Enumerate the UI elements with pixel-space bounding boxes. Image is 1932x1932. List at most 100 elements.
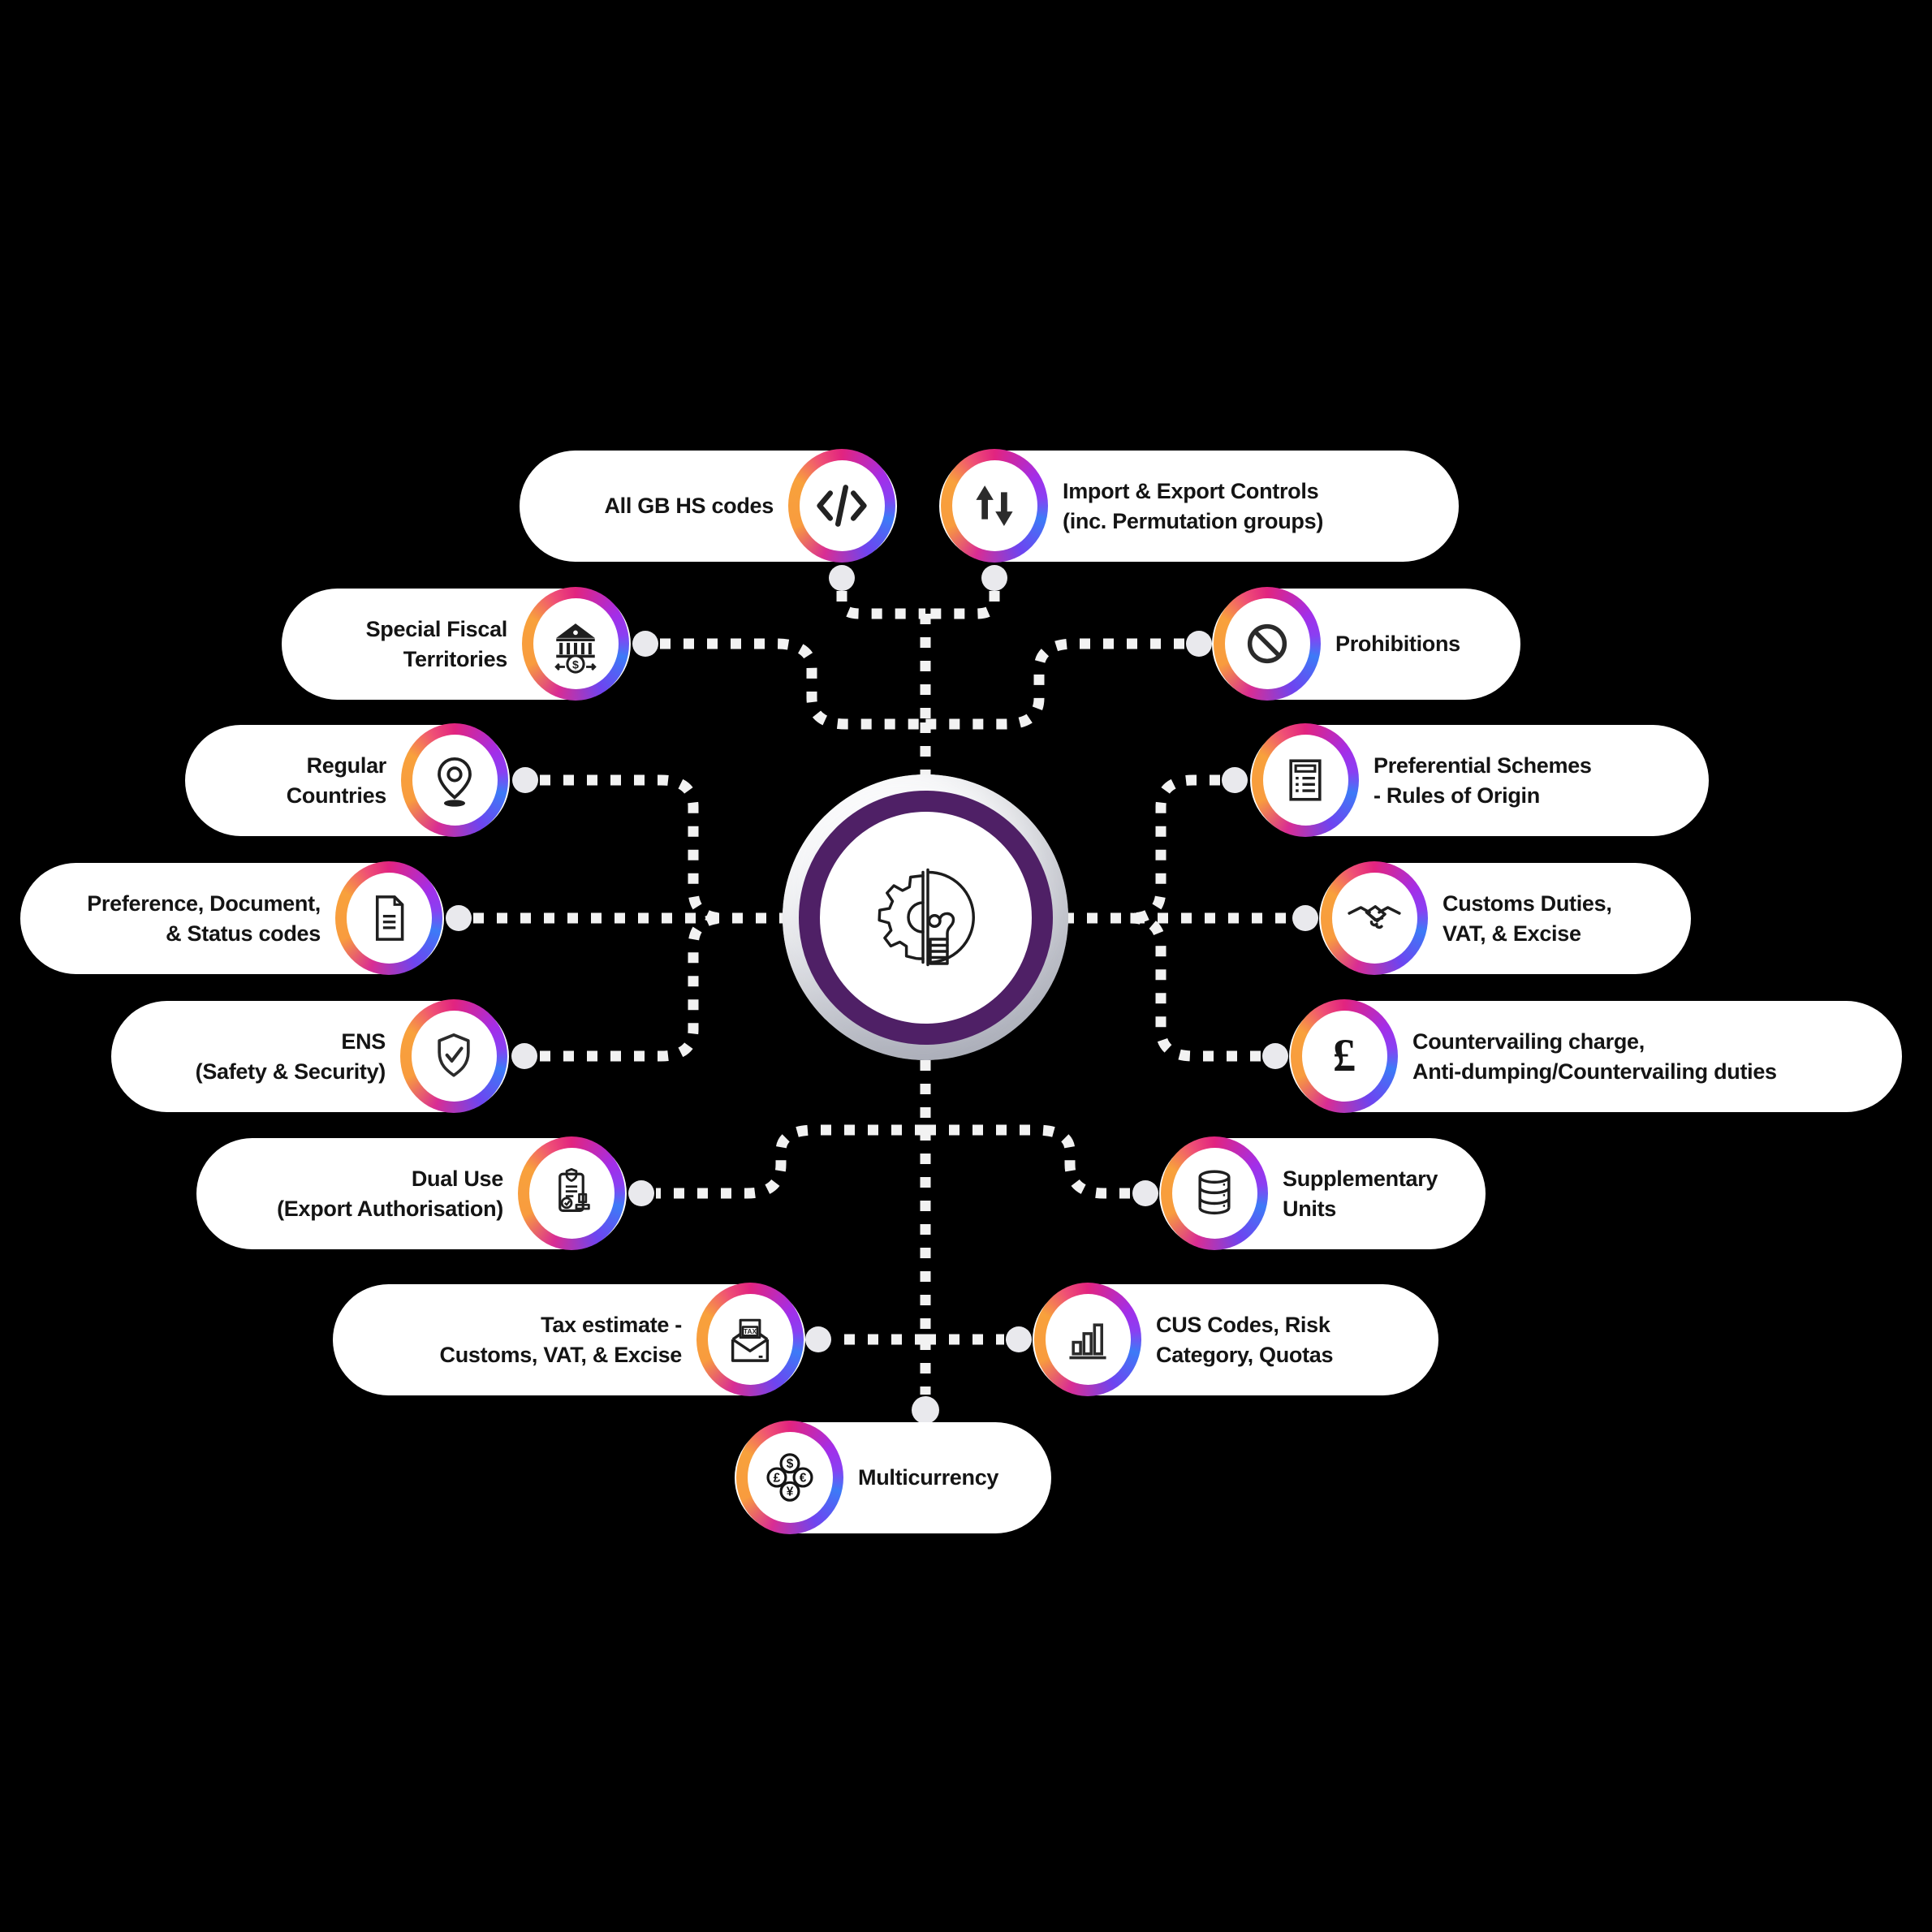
dot-dual-use-export-authorisation bbox=[628, 1180, 654, 1206]
document-list-icon bbox=[1252, 723, 1359, 837]
label-line: Countervailing charge, bbox=[1412, 1029, 1645, 1054]
arrows-up-down-icon-inner bbox=[951, 460, 1037, 551]
svg-text:$: $ bbox=[787, 1457, 794, 1471]
label-line: Regular bbox=[306, 753, 387, 778]
connector-countervailing bbox=[1129, 912, 1261, 1062]
label-line: (Export Authorisation) bbox=[277, 1196, 503, 1221]
shield-check-icon bbox=[400, 999, 507, 1113]
label-tax-estimate-customs-vat-excise: Tax estimate - Customs, VAT, & Excise bbox=[333, 1310, 805, 1370]
label-line: Anti-dumping/Countervailing duties bbox=[1412, 1059, 1777, 1084]
label-line: Territories bbox=[403, 646, 508, 671]
dot-preferential-schemes bbox=[1222, 767, 1248, 793]
svg-text:TAX: TAX bbox=[744, 1327, 757, 1335]
label-preference-document-status-codes: Preference, Document,& Status codes bbox=[20, 889, 444, 949]
connector-regular-countries bbox=[540, 774, 725, 924]
connector-dots bbox=[446, 565, 1318, 1424]
dot-preference-document-status-codes bbox=[446, 905, 472, 931]
label-import-export-controls: Import & Export Controls (inc. Permutatio… bbox=[939, 477, 1459, 537]
certificate-stamp-icon bbox=[518, 1136, 625, 1250]
svg-text:$: $ bbox=[572, 658, 579, 671]
label-line: (inc. Permutation groups) bbox=[1063, 508, 1324, 533]
multicurrency-icon-inner: $ £ € ¥ bbox=[747, 1432, 833, 1523]
bar-chart-icon-inner bbox=[1045, 1294, 1131, 1385]
gear-lightbulb-icon bbox=[878, 868, 975, 967]
handshake-icon-inner bbox=[1331, 873, 1417, 964]
tax-envelope-icon-inner: TAX bbox=[707, 1294, 793, 1385]
label-line: Preferential Schemes bbox=[1374, 753, 1592, 778]
label-line: Preference, Document, bbox=[87, 891, 321, 916]
label-line: Supplementary bbox=[1283, 1166, 1438, 1191]
database-icon-inner bbox=[1171, 1148, 1257, 1239]
arrows-up-down-icon bbox=[941, 449, 1048, 563]
hub-ring bbox=[798, 790, 1053, 1045]
dot-tax-estimate-customs-vat-excise bbox=[805, 1326, 831, 1352]
label-line: All GB HS codes bbox=[604, 494, 774, 518]
multicurrency-icon: $ £ € ¥ bbox=[736, 1421, 843, 1534]
label-line: Special Fiscal bbox=[365, 616, 508, 641]
shield-check-icon-inner bbox=[411, 1011, 497, 1102]
label-line: ENS bbox=[341, 1029, 386, 1054]
label-countervailing-charges: Countervailing charge, Anti-dumping/Count… bbox=[1289, 1027, 1902, 1087]
dot-cus-codes-risk-category-quotas bbox=[1006, 1326, 1032, 1352]
bank-currency-icon: $ bbox=[522, 587, 629, 701]
connector-preferential-schemes bbox=[1129, 774, 1220, 924]
svg-text:£: £ bbox=[774, 1471, 781, 1485]
svg-text:£: £ bbox=[1333, 1030, 1356, 1081]
label-line: - Rules of Origin bbox=[1374, 783, 1540, 808]
label-line: (Safety & Security) bbox=[195, 1059, 386, 1084]
label-line: Multicurrency bbox=[858, 1465, 999, 1490]
svg-text:€: € bbox=[800, 1471, 807, 1485]
handshake-icon bbox=[1321, 861, 1428, 975]
connector-dual-use bbox=[656, 1124, 925, 1199]
tax-envelope-icon: TAX bbox=[696, 1283, 804, 1396]
location-pin-icon bbox=[401, 723, 508, 837]
pound-icon: £ bbox=[1291, 999, 1398, 1113]
label-all-gb-hs-codes: All GB HS codes bbox=[520, 491, 897, 521]
dot-all-gb-hs-codes bbox=[829, 565, 855, 591]
label-line: Countries bbox=[286, 783, 387, 808]
bank-currency-icon-inner: $ bbox=[533, 598, 619, 689]
dot-junction-0 bbox=[912, 1396, 939, 1424]
label-line: Customs, VAT, & Excise bbox=[439, 1342, 683, 1367]
dot-ens-safety-security bbox=[511, 1043, 537, 1069]
label-line: VAT, & Excise bbox=[1443, 921, 1581, 946]
label-preferential-schemes: Preferential Schemes - Rules of Origin bbox=[1250, 751, 1709, 811]
code-icon-inner bbox=[799, 460, 885, 551]
central-hub bbox=[783, 774, 1068, 1060]
connector-supplementary-units bbox=[925, 1124, 1131, 1199]
label-line: Import & Export Controls bbox=[1063, 478, 1319, 503]
svg-text:¥: ¥ bbox=[787, 1486, 794, 1499]
code-icon bbox=[788, 449, 895, 563]
dot-supplementary-units bbox=[1132, 1180, 1158, 1206]
label-prohibitions: Prohibitions bbox=[1212, 629, 1520, 659]
dot-countervailing-charges bbox=[1262, 1043, 1288, 1069]
label-ens-safety-security: ENS (Safety & Security) bbox=[111, 1027, 509, 1087]
certificate-stamp-icon-inner bbox=[528, 1148, 615, 1239]
document-file-icon bbox=[335, 861, 442, 975]
dot-regular-countries bbox=[512, 767, 538, 793]
label-line: Customs Duties, bbox=[1443, 891, 1612, 916]
location-pin-icon-inner bbox=[412, 735, 498, 826]
document-file-icon-inner bbox=[346, 873, 432, 964]
pound-icon-inner: £ bbox=[1301, 1011, 1387, 1102]
label-dual-use-export-authorisation: Dual Use (Export Authorisation) bbox=[196, 1164, 627, 1224]
label-line: CUS Codes, Risk bbox=[1156, 1312, 1330, 1337]
document-list-icon-inner bbox=[1262, 735, 1348, 826]
label-line: Tax estimate - bbox=[541, 1312, 682, 1337]
dot-special-fiscal-territories bbox=[632, 631, 658, 657]
bar-chart-icon bbox=[1034, 1283, 1141, 1396]
connector-prohibitions bbox=[924, 638, 1184, 730]
dot-prohibitions bbox=[1186, 631, 1212, 657]
connector-ens bbox=[540, 912, 725, 1062]
label-line: Category, Quotas bbox=[1156, 1342, 1334, 1367]
label-line: Dual Use bbox=[411, 1166, 503, 1191]
label-multicurrency: Multicurrency bbox=[735, 1463, 1055, 1493]
dot-import-export-controls bbox=[981, 565, 1007, 591]
label-line: Units bbox=[1283, 1196, 1337, 1221]
